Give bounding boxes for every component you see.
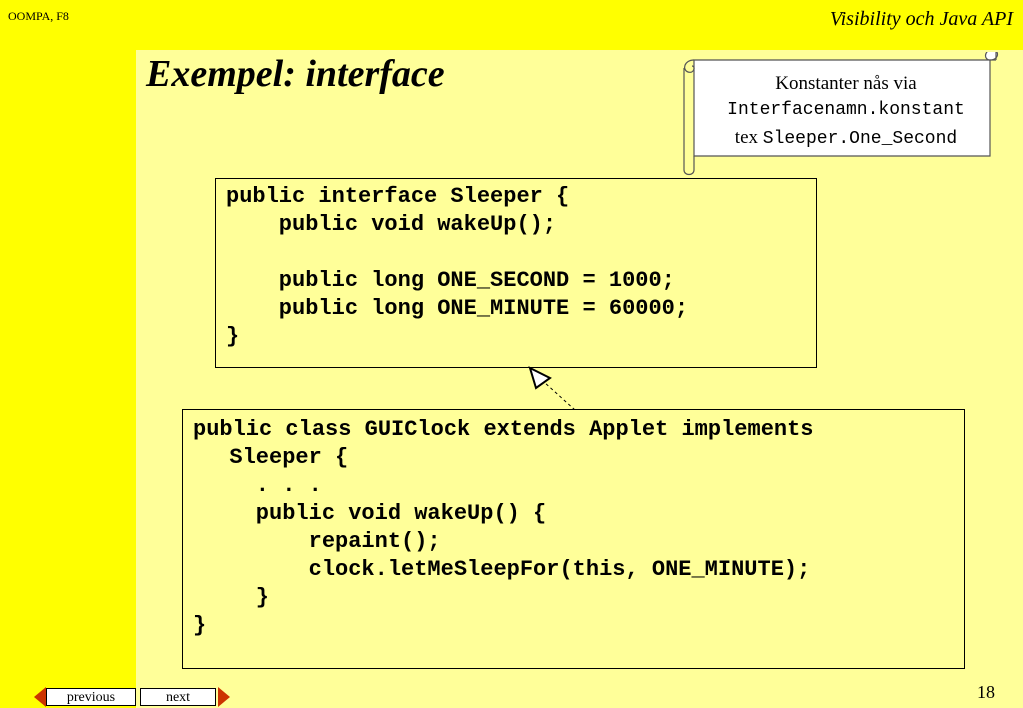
code-line: } (226, 324, 240, 349)
code-line: public long ONE_MINUTE = 60000; (226, 296, 689, 321)
code-line: public void wakeUp(); (226, 212, 557, 237)
code-line: Sleeper { (203, 445, 349, 470)
code-line: } (203, 585, 270, 610)
code-line: clock.letMeSleepFor(this, ONE_MINUTE); (203, 557, 811, 582)
code-line: public interface Sleeper { (226, 184, 570, 209)
hollow-triangle-arrowhead (528, 366, 552, 390)
interface-code-box: public interface Sleeper { public void w… (215, 178, 817, 368)
code-line: repaint(); (203, 529, 441, 554)
code-line: public long ONE_SECOND = 1000; (226, 268, 675, 293)
callout-line-3-prefix: tex (734, 127, 759, 148)
callout-line-1: Konstanter nås via (775, 73, 917, 94)
code-line: . . . (203, 473, 322, 498)
callout-line-3-code: Sleeper.One_Second (762, 129, 958, 149)
left-sidebar-bar (0, 0, 136, 708)
previous-arrow-icon[interactable] (34, 687, 46, 707)
course-label: OOMPA, F8 (8, 9, 69, 23)
callout-scroll: Konstanter nås via Interfacenamn.konstan… (678, 52, 1000, 176)
callout-text: Konstanter nås via Interfacenamn.konstan… (696, 70, 996, 153)
callout-line-2: Interfacenamn.konstant (727, 100, 965, 120)
page-number: 18 (977, 682, 995, 702)
scroll-shape (683, 52, 999, 176)
code-line: public void wakeUp() { (203, 501, 547, 526)
code-line: public class GUIClock extends Applet imp… (193, 417, 814, 442)
slide-title: Exempel: interface (146, 53, 445, 95)
implements-arrow (528, 366, 576, 411)
code-line: } (193, 613, 207, 638)
callout-line-3: tex Sleeper.One_Second (696, 124, 996, 153)
header-bar (0, 0, 1023, 50)
previous-button[interactable]: previous (46, 688, 136, 706)
class-code-box: public class GUIClock extends Applet imp… (182, 409, 965, 669)
next-button[interactable]: next (140, 688, 216, 706)
implements-dashed-line (543, 381, 576, 411)
next-arrow-icon[interactable] (218, 687, 230, 707)
header-title: Visibility och Java API (829, 8, 1013, 30)
